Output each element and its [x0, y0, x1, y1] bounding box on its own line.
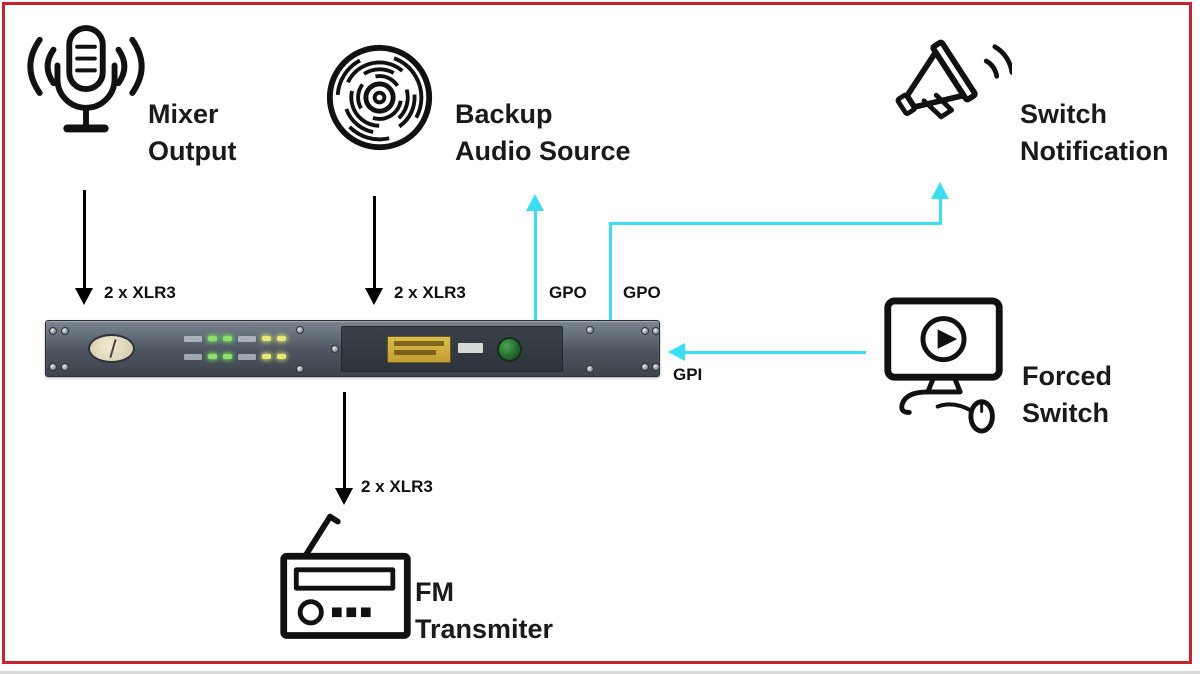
- screw: [61, 363, 69, 371]
- switch-notification-label: Switch Notification: [1020, 96, 1169, 170]
- screw: [641, 327, 649, 335]
- mixer-output-label-line2: Output: [148, 136, 237, 166]
- notification-label-line2: Notification: [1020, 136, 1169, 166]
- forced-label-line1: Forced: [1022, 361, 1113, 391]
- screw: [296, 365, 304, 373]
- gpi-label: GPI: [673, 365, 703, 384]
- lcd-text-row: [394, 341, 444, 346]
- gpi-line: [685, 351, 866, 354]
- fm-xlr-label: 2 x XLR3: [361, 477, 433, 496]
- channel-label: [238, 335, 256, 342]
- device-center-panel: [341, 326, 563, 372]
- backup-arrow-line: [373, 196, 376, 289]
- led-row-a: [184, 335, 286, 342]
- screw: [296, 326, 304, 334]
- screw: [331, 345, 339, 353]
- megaphone-icon: [888, 32, 1012, 152]
- led-yellow: [262, 354, 271, 359]
- screw: [49, 327, 57, 335]
- led-green: [208, 354, 217, 359]
- disc-icon: [324, 42, 436, 154]
- audio-switcher-device: [45, 320, 660, 377]
- bottom-edge-strip: [0, 671, 1200, 674]
- led-yellow: [277, 336, 286, 341]
- mixer-xlr-label: 2 x XLR3: [104, 283, 176, 302]
- forced-switch-label: Forced Switch: [1022, 358, 1112, 432]
- screw: [586, 326, 594, 334]
- channel-label: [238, 353, 256, 360]
- backup-label-line2: Audio Source: [455, 136, 631, 166]
- gpo-backup-line: [534, 210, 537, 320]
- lcd-display: [387, 336, 451, 363]
- led-green: [208, 336, 217, 341]
- gpo-notification-line-vertical: [609, 222, 612, 320]
- screw: [652, 327, 660, 335]
- gpo-notification-line-horizontal: [609, 222, 942, 225]
- channel-label: [184, 335, 202, 342]
- backup-xlr-label: 2 x XLR3: [394, 283, 466, 302]
- fm-label-line1: FM: [415, 577, 454, 607]
- channel-label: [184, 353, 202, 360]
- vu-needle: [109, 339, 117, 358]
- lcd-text-row: [394, 350, 437, 355]
- notification-label-line1: Switch: [1020, 99, 1108, 129]
- backup-label-line1: Backup: [455, 99, 553, 129]
- led-yellow: [277, 354, 286, 359]
- gpo-notification-label: GPO: [623, 283, 661, 302]
- led-green: [223, 336, 232, 341]
- backup-audio-source-label: Backup Audio Source: [455, 96, 631, 170]
- fm-arrowhead: [335, 488, 353, 505]
- screw: [61, 327, 69, 335]
- select-button: [497, 337, 522, 362]
- screw: [641, 363, 649, 371]
- vu-meter: [88, 334, 135, 363]
- monitor-play-icon: [878, 293, 1010, 438]
- mixer-arrowhead: [75, 288, 93, 305]
- gpo-backup-arrowhead: [526, 194, 544, 211]
- status-label: [458, 343, 483, 353]
- gpi-arrowhead: [668, 343, 685, 361]
- mixer-arrow-line: [83, 190, 86, 289]
- gpo-notification-line-riser: [939, 198, 942, 224]
- screw: [652, 363, 660, 371]
- gpo-backup-label: GPO: [549, 283, 587, 302]
- mixer-output-label: Mixer Output: [148, 96, 236, 170]
- gpo-notification-arrowhead: [931, 182, 949, 199]
- radio-icon: [276, 506, 416, 651]
- backup-arrowhead: [365, 288, 383, 305]
- screw: [49, 363, 57, 371]
- led-yellow: [262, 336, 271, 341]
- fm-arrow-line: [343, 392, 346, 490]
- screw: [586, 365, 594, 373]
- forced-label-line2: Switch: [1022, 398, 1110, 428]
- led-green: [223, 354, 232, 359]
- fm-label-line2: Transmiter: [415, 614, 554, 644]
- mixer-output-label-line1: Mixer: [148, 99, 219, 129]
- fm-transmitter-label: FM Transmiter: [415, 574, 553, 648]
- microphone-icon: [22, 20, 150, 168]
- led-row-b: [184, 353, 286, 360]
